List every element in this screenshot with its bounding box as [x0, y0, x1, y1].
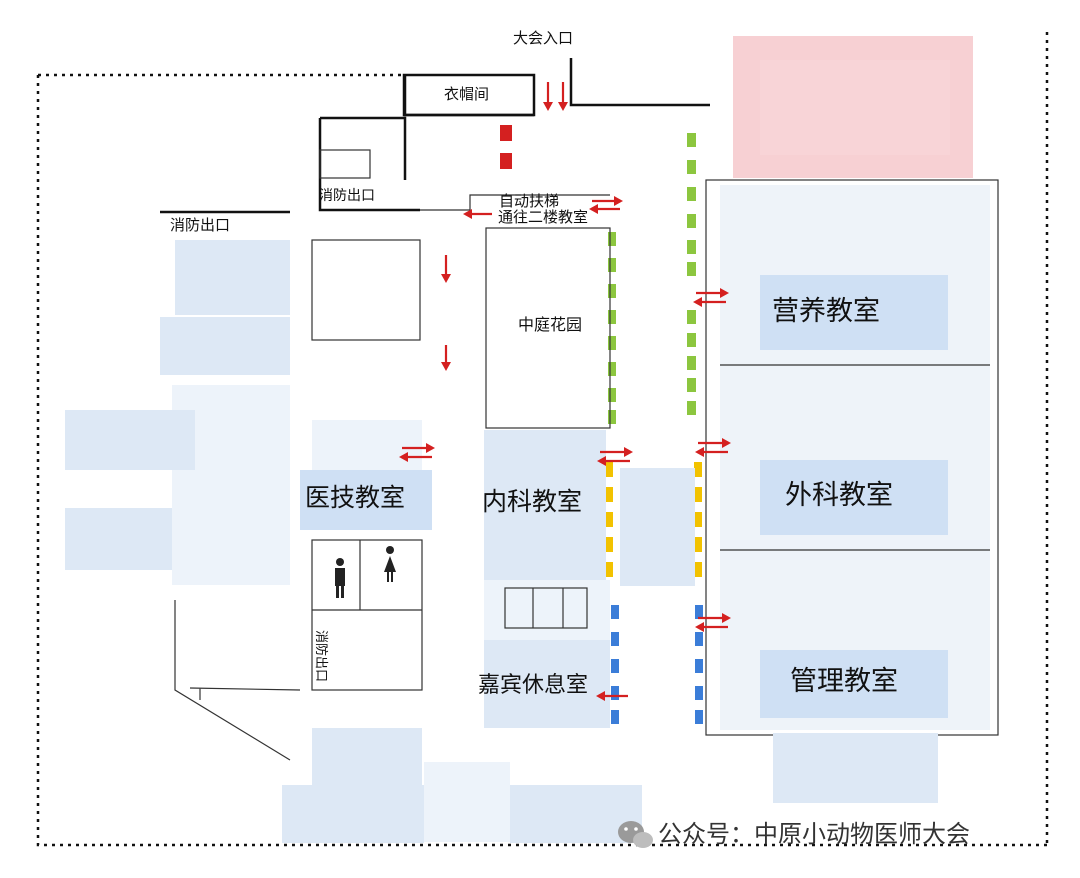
bottom-room-left: [282, 785, 424, 843]
red-booths: [500, 125, 512, 169]
fire-exit-top-wall: [318, 116, 420, 212]
yellow-booth-column: [605, 462, 702, 577]
cloakroom-label: 衣帽间: [444, 85, 489, 103]
nutrition-room-label: 营养教室: [772, 296, 880, 327]
entrance-wall: [569, 58, 710, 107]
internal-medicine-room: [484, 430, 606, 580]
surgery-room-label: 外科教室: [785, 480, 893, 511]
blue-booth-column: [611, 605, 703, 724]
entrance-label: 大会入口: [513, 29, 573, 47]
fire-exit-label-vertical: 消防出口: [313, 630, 329, 682]
surgery-room-box: [760, 460, 948, 535]
green-booth-column: [608, 133, 696, 424]
venue-boundary: [36, 32, 1050, 847]
medtech-room-box: [300, 470, 432, 530]
courtyard-garden: [485, 227, 611, 429]
medtech-room-label: 医技教室: [305, 483, 405, 512]
right-hall: [720, 185, 990, 730]
restroom-block: [311, 539, 423, 691]
nutrition-room-box: [760, 275, 948, 350]
fire-exit-label-left: 消防出口: [170, 216, 230, 234]
wechat-icon: [618, 821, 653, 848]
escalator-label-line2: 通往二楼教室: [498, 208, 588, 226]
garden-label: 中庭花园: [518, 315, 582, 334]
direction-arrows: [399, 82, 731, 701]
escalator-label-line1: 自动扶梯: [499, 192, 559, 210]
management-room-box: [760, 650, 948, 718]
left-room-3: [65, 410, 195, 470]
fire-exit-label-top: 消防出口: [319, 188, 375, 204]
watermark-text: 公众号：中原小动物医师大会: [658, 820, 970, 848]
middle-connector: [620, 468, 695, 586]
left-room-1: [175, 240, 290, 315]
vip-lounge-label: 嘉宾休息室: [478, 673, 588, 698]
medtech-upper-room: [311, 239, 421, 341]
left-room-2: [160, 317, 290, 375]
internal-medicine-room-label: 内科教室: [482, 487, 582, 516]
management-room-label: 管理教室: [790, 666, 898, 697]
female-restroom-icon: [384, 546, 396, 582]
male-restroom-icon: [335, 558, 345, 598]
right-hall-lower-annex: [773, 733, 938, 803]
